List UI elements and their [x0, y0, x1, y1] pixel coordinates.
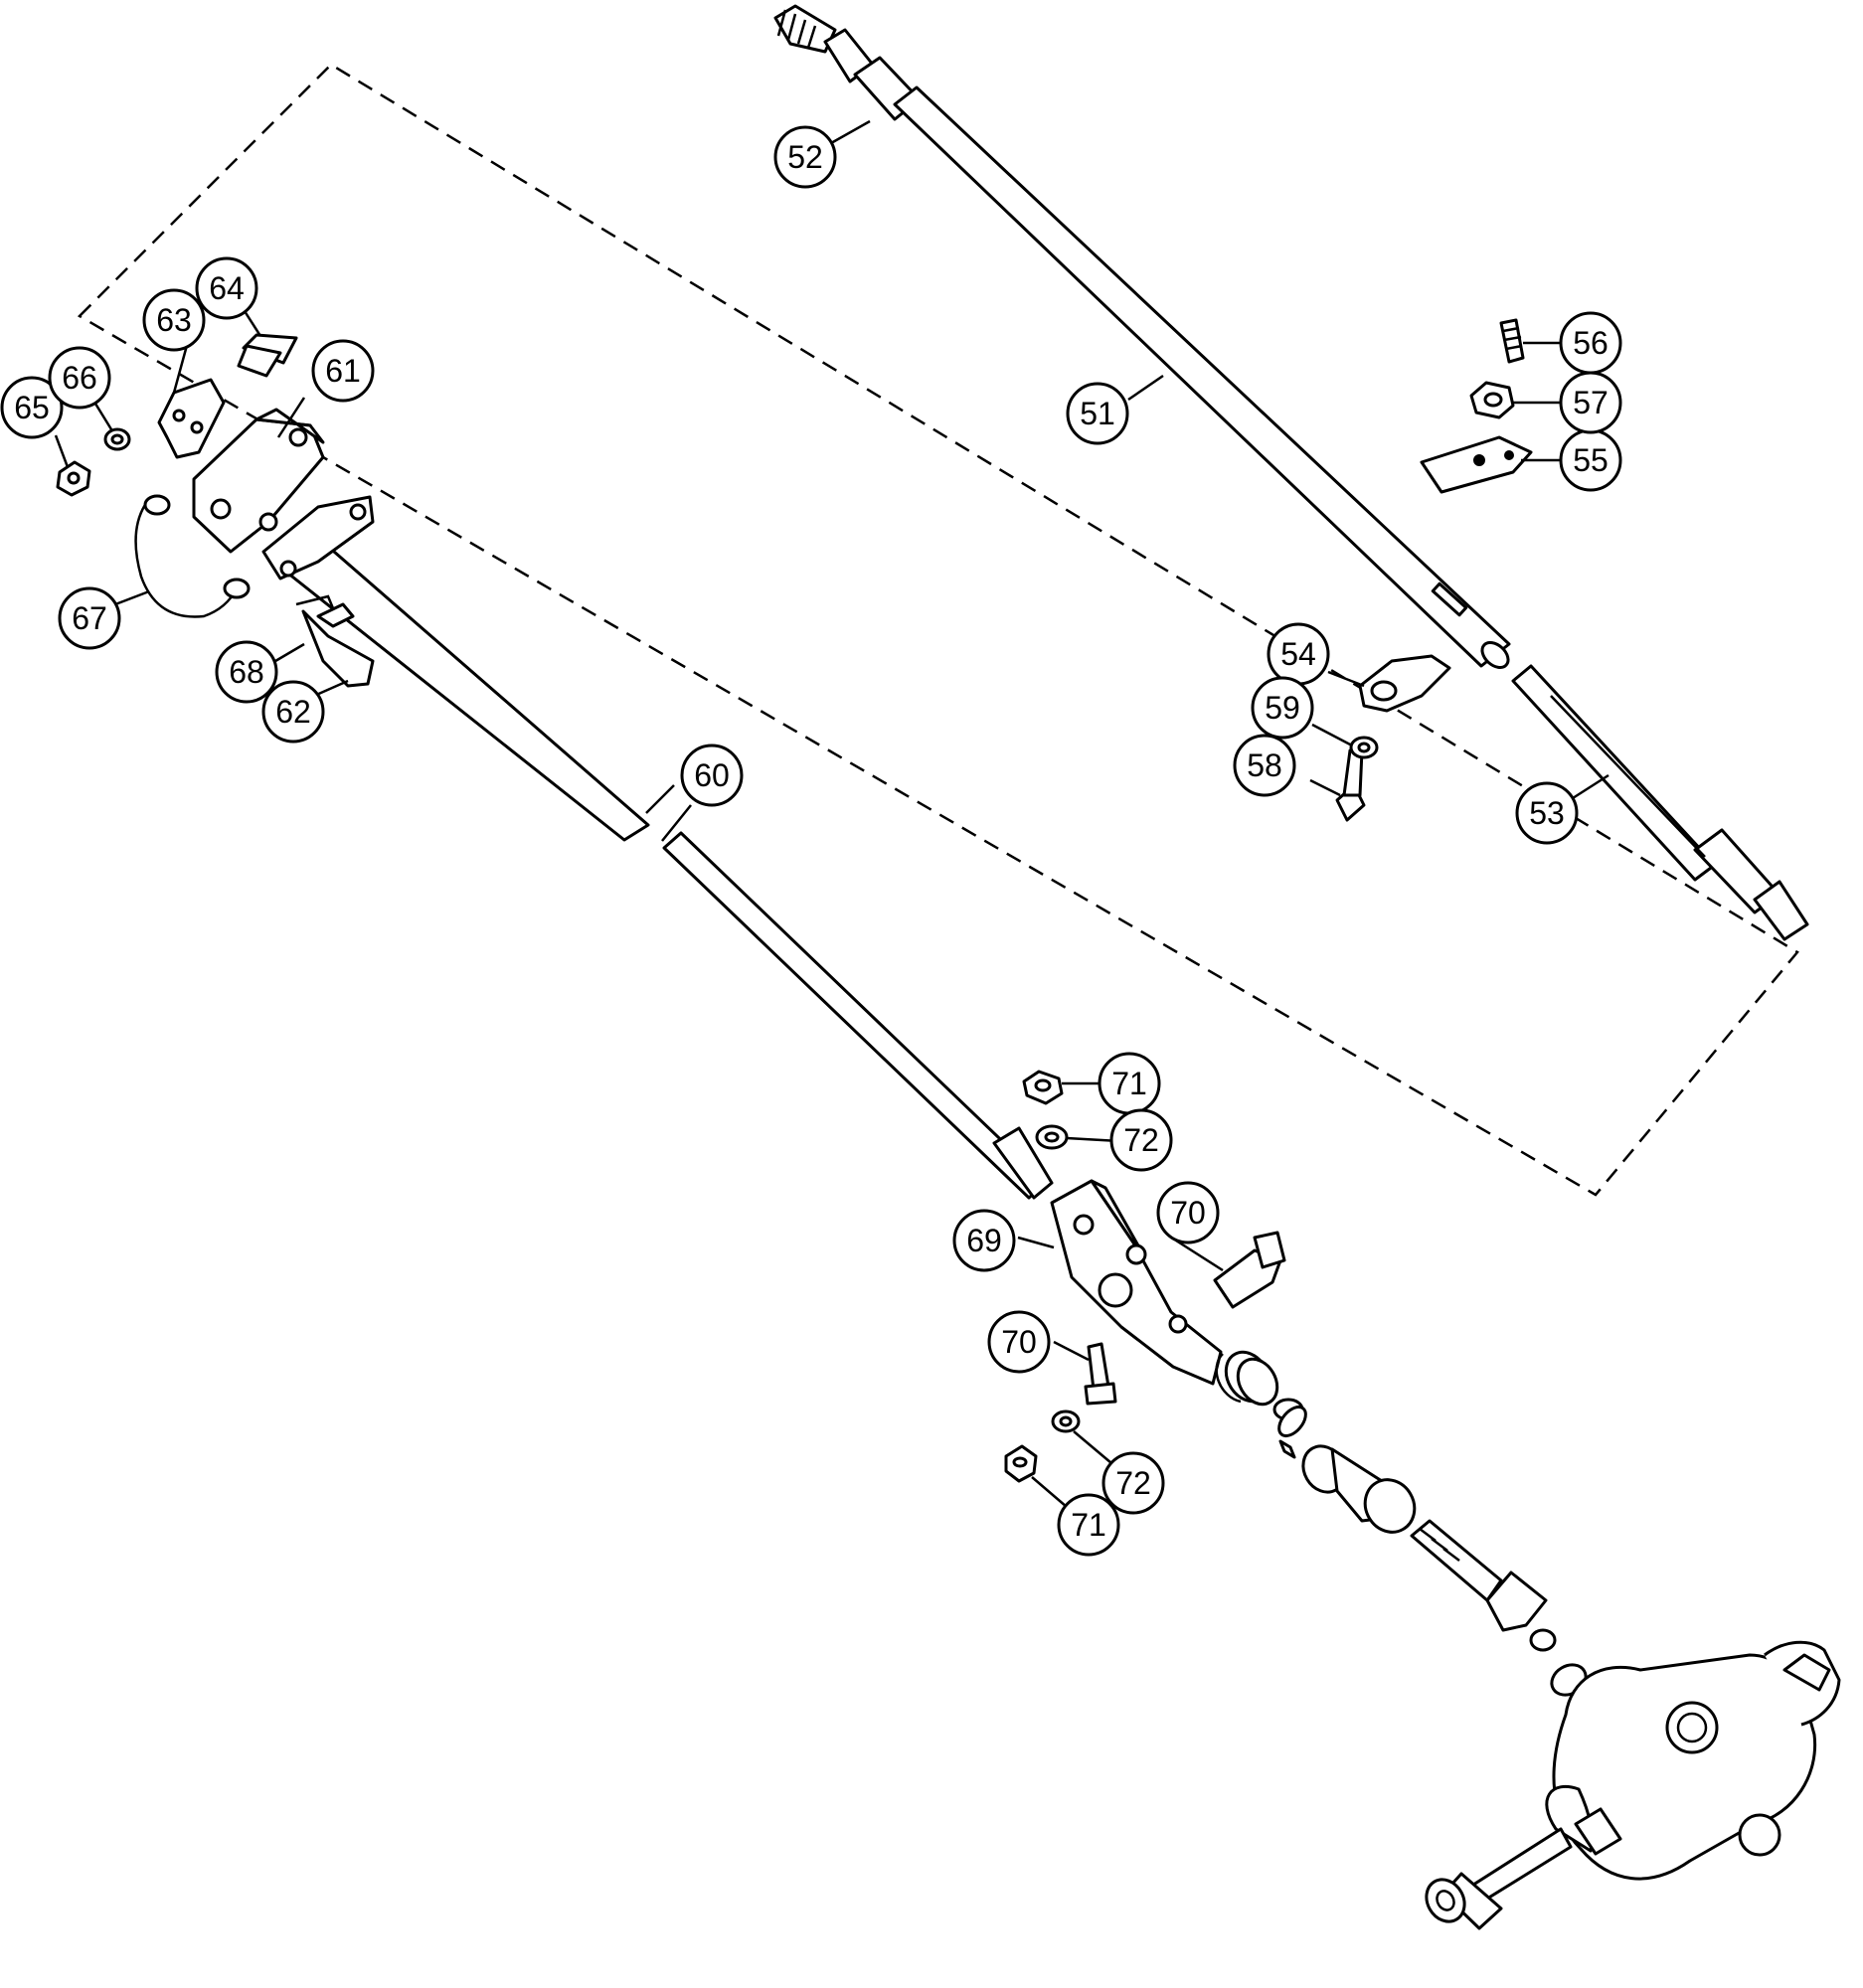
callout-62: 62: [261, 680, 325, 744]
svg-text:55: 55: [1573, 442, 1609, 478]
part-66-washer: [103, 427, 131, 451]
part-71-nut-lower: [1004, 1444, 1038, 1483]
callout-61: 61: [311, 339, 375, 403]
svg-text:72: 72: [1115, 1465, 1151, 1501]
part-70-bolt-upper: [1213, 1231, 1286, 1309]
callout-70-upper: 70: [1156, 1181, 1220, 1244]
part-61-clamp-bracket: [192, 408, 325, 554]
svg-text:67: 67: [72, 600, 107, 636]
pinion-shaft: [1410, 1519, 1588, 1697]
svg-text:54: 54: [1280, 636, 1316, 672]
callout-55: 55: [1559, 428, 1622, 492]
svg-text:56: 56: [1573, 325, 1609, 361]
bush: [1301, 1444, 1417, 1534]
part-62-bolt: [301, 602, 375, 688]
part-69-universal-joint: [1050, 1179, 1223, 1386]
svg-text:51: 51: [1080, 396, 1115, 431]
leader-lines: [54, 119, 1609, 1514]
svg-text:61: 61: [325, 353, 361, 389]
o-ring: [1277, 1405, 1307, 1459]
svg-text:57: 57: [1573, 385, 1609, 420]
part-54-clamp: [1358, 654, 1451, 713]
part-65-nut: [56, 460, 91, 497]
part-60-column-shaft: [261, 495, 1054, 1200]
callout-66: 66: [48, 346, 111, 410]
svg-text:58: 58: [1247, 747, 1282, 783]
callout-52: 52: [773, 125, 837, 189]
part-72-washer-lower: [1051, 1409, 1081, 1433]
svg-text:63: 63: [156, 302, 192, 338]
callout-58: 58: [1233, 734, 1296, 797]
rack-housing: [1545, 1640, 1841, 1881]
part-68-clip: [295, 594, 335, 609]
svg-text:70: 70: [1001, 1324, 1037, 1360]
callout-64: 64: [195, 256, 258, 320]
svg-text:53: 53: [1529, 795, 1565, 831]
callout-72-upper: 72: [1109, 1108, 1173, 1172]
svg-text:66: 66: [62, 360, 97, 396]
callout-71-upper: 71: [1098, 1052, 1161, 1115]
svg-text:71: 71: [1071, 1507, 1106, 1543]
part-72-washer-upper: [1035, 1124, 1069, 1150]
callout-54: 54: [1267, 622, 1330, 686]
part-58-bolt: [1335, 748, 1366, 822]
svg-text:70: 70: [1170, 1195, 1206, 1231]
svg-text:68: 68: [229, 654, 264, 690]
callout-70-lower: 70: [987, 1310, 1051, 1374]
svg-text:71: 71: [1111, 1066, 1147, 1101]
circlip-and-collar: [1215, 1350, 1304, 1421]
callout-69: 69: [952, 1209, 1016, 1272]
callout-51: 51: [1066, 382, 1129, 445]
part-67-earth-strap: [134, 494, 251, 618]
callout-63: 63: [142, 288, 206, 352]
callout-59: 59: [1251, 676, 1314, 740]
part-63-bracket-plate: [157, 378, 226, 459]
part-51-upper-column-shaft: [893, 85, 1511, 669]
callout-65: 65: [0, 376, 64, 439]
part-64-bolt: [237, 333, 298, 378]
callout-53: 53: [1515, 781, 1579, 845]
callout-68: 68: [215, 640, 278, 704]
assembly-boundary-dashed: [77, 63, 1799, 1197]
callout-57: 57: [1559, 371, 1622, 434]
callout-67: 67: [58, 586, 121, 650]
svg-text:64: 64: [209, 270, 245, 306]
callout-71-lower: 71: [1057, 1493, 1120, 1557]
callout-56: 56: [1559, 311, 1622, 375]
part-71-nut-upper: [1022, 1070, 1064, 1105]
part-59-washer: [1349, 736, 1379, 759]
svg-text:69: 69: [966, 1223, 1002, 1258]
callout-60: 60: [680, 744, 744, 807]
svg-text:52: 52: [787, 139, 823, 175]
callout-72-lower: 72: [1101, 1451, 1165, 1515]
svg-text:65: 65: [14, 390, 50, 425]
svg-text:59: 59: [1265, 690, 1300, 726]
part-70-bolt-lower: [1084, 1342, 1117, 1406]
svg-text:60: 60: [694, 757, 730, 793]
part-53-lower-column-shaft: [1511, 664, 1809, 941]
part-55-plate: [1420, 435, 1533, 494]
svg-text:72: 72: [1123, 1122, 1159, 1158]
part-57-nut: [1469, 381, 1515, 419]
part-56-grub-screw: [1499, 318, 1525, 364]
svg-text:62: 62: [275, 694, 311, 730]
rack-tube-and-end: [1425, 1807, 1622, 1930]
